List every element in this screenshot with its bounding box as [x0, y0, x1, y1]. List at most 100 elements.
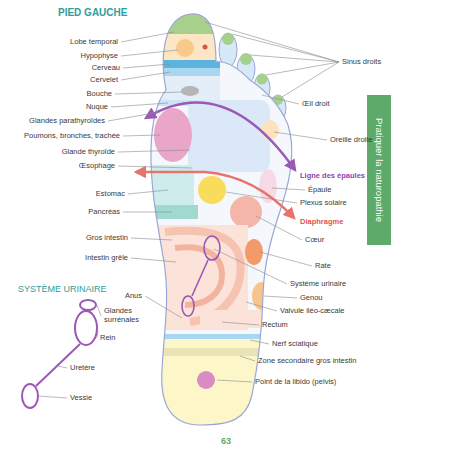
leader-line: [118, 166, 192, 168]
reflex-zones-part: [261, 120, 279, 140]
leader-line: [131, 258, 176, 262]
part-label: Œsophage: [79, 162, 115, 171]
leader-line: [121, 32, 174, 42]
part-label: Ligne des épaules: [300, 172, 365, 181]
reflex-zones-part: [150, 348, 280, 356]
part-label: Système urinaire: [290, 280, 346, 289]
diaphragm-arrow: [136, 172, 294, 218]
part-label: Vessie: [70, 394, 92, 403]
leader-line: [222, 322, 259, 325]
leader-line: [118, 150, 190, 152]
part-label: Sinus droits: [342, 58, 381, 67]
part-label: Intestin grêle: [85, 254, 128, 263]
reflex-zones-part: [150, 0, 220, 34]
leader-line: [264, 296, 297, 298]
part-label: Zone secondaire gros intestin: [258, 357, 356, 366]
part-label: Nuque: [86, 103, 108, 112]
leader-line: [97, 330, 98, 338]
reflex-zones-part: [252, 282, 272, 310]
leader-line: [38, 396, 67, 398]
leader-line: [256, 216, 302, 240]
part-label: Pancréas: [88, 208, 120, 217]
part-label: Rein: [100, 334, 115, 343]
part-label: Rate: [315, 262, 331, 271]
leader-line: [217, 380, 252, 382]
leader-line: [250, 340, 269, 344]
part-label: Rectum: [262, 321, 288, 330]
part-label: Glandes surrénales: [104, 307, 150, 324]
reflex-zones-part: [150, 76, 220, 100]
part-label: Glande thyroïde: [62, 148, 115, 157]
leader-line: [145, 296, 182, 318]
urinary-outline-in-foot: [182, 236, 220, 316]
reflex-zones-part: [150, 68, 220, 76]
part-label: Point de la libido (pelvis): [255, 378, 336, 387]
part-label: Hypophyse: [80, 52, 118, 61]
part-label: Diaphragme: [300, 218, 343, 227]
part-label: Nerf sciatique: [272, 340, 318, 349]
leader-line: [232, 34, 339, 62]
reflex-zones-part: [150, 60, 220, 68]
reflex-zones-part: [150, 34, 220, 60]
leader-line: [214, 249, 287, 284]
part-label: Œil droit: [302, 100, 330, 109]
shoulder-line-arrow: [146, 102, 295, 170]
leader-line: [262, 95, 299, 104]
reflex-zones-part: [165, 231, 241, 322]
part-label: Plexus solaire: [300, 199, 347, 208]
urinary-outline-in-foot-part: [204, 236, 220, 260]
urinary-outline-in-foot-part: [182, 296, 194, 316]
leader-line: [226, 192, 297, 203]
leader-line: [274, 132, 327, 140]
small-toes-part: [257, 74, 268, 85]
leader-line: [205, 22, 339, 62]
page-number: 63: [221, 436, 231, 446]
reflex-zones-part: [175, 247, 222, 305]
part-label: Anus: [125, 292, 142, 301]
part-label: Glandes parathyroïdes: [29, 117, 105, 126]
part-label: Cerveau: [92, 64, 120, 73]
section-tab: Pratiquer la naturopathie: [367, 95, 391, 245]
leader-line: [128, 190, 168, 194]
reflex-zones-part: [198, 176, 226, 204]
reflex-zones-part: [181, 86, 199, 96]
urinary-system-figure-part: [22, 384, 38, 408]
leader-line: [282, 62, 339, 97]
leader-line: [115, 92, 182, 94]
urinary-system-figure-part: [80, 300, 96, 310]
leader-line: [240, 356, 255, 361]
leader-line: [123, 135, 160, 136]
reflex-zones-part: [176, 39, 194, 57]
leader-line: [250, 55, 339, 62]
reflex-zones-part: [203, 45, 208, 50]
part-label: Lobe temporal: [70, 38, 118, 47]
reflex-zones-part: [200, 310, 270, 328]
part-label: Uretère: [70, 364, 95, 373]
part-label: Oreille droite: [330, 136, 373, 145]
part-label: Gros intestin: [86, 234, 128, 243]
tab-text: Pratiquer la naturopathie: [374, 118, 385, 222]
reflex-zones-part: [197, 371, 215, 389]
leader-line: [123, 212, 172, 213]
leader-line: [108, 112, 160, 121]
leader-line: [123, 64, 170, 68]
leader-line: [58, 366, 67, 368]
leader-line: [131, 238, 172, 240]
leader-line: [260, 252, 312, 266]
reflex-zones-part: [259, 169, 277, 203]
leader-line: [272, 188, 305, 190]
reflex-zones-part: [230, 196, 262, 228]
reflex-zones: [150, 0, 280, 439]
urinary-system-figure: [22, 300, 97, 408]
leader-line: [111, 103, 168, 107]
urinary-system-figure-part: [75, 311, 97, 345]
part-label: Bouche: [87, 90, 112, 99]
small-toes-part: [222, 33, 234, 45]
part-label: Valvule iléo-cæcale: [280, 307, 344, 316]
diagram-title: PIED GAUCHE: [58, 7, 127, 19]
leader-line: [246, 302, 277, 311]
part-label: Estomac: [96, 190, 125, 199]
part-label: Genou: [300, 294, 323, 303]
part-label: Cœur: [305, 236, 324, 245]
